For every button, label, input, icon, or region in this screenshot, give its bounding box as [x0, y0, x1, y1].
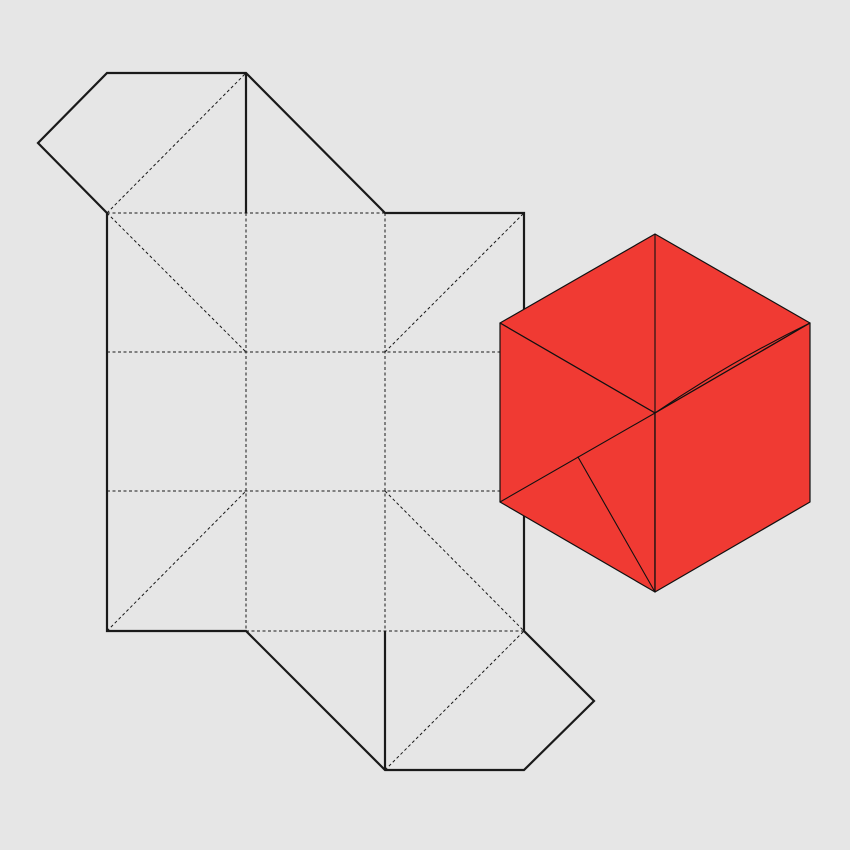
cube-crease	[499, 412, 656, 503]
cube-net-template	[36, 71, 596, 772]
cube-crease	[577, 456, 656, 593]
net-fold-grid	[107, 212, 524, 632]
cube-crease	[654, 322, 811, 414]
folded-cube	[499, 233, 811, 593]
